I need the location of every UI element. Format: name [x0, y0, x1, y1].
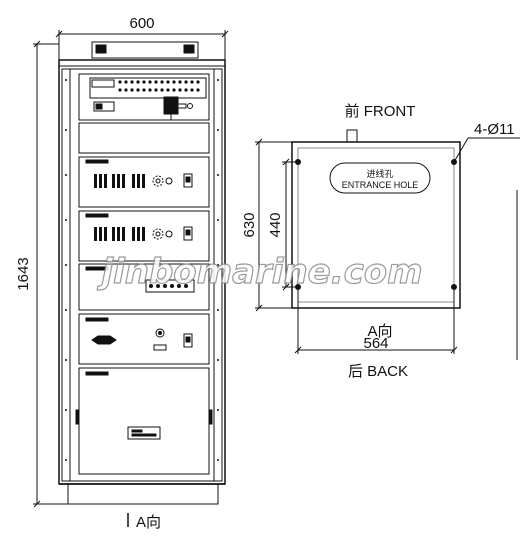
panel-blank-1 — [78, 122, 210, 154]
plan-view-label: A向 — [367, 323, 392, 340]
inner-depth-label: 440 — [267, 212, 284, 237]
panel-control — [78, 313, 210, 365]
cabinet-height-label: 1643 — [15, 257, 32, 290]
front-lug — [346, 129, 358, 143]
watermark-text: jinbomarine.com — [96, 252, 422, 292]
plan-width-label: 564 — [363, 335, 388, 352]
panel-unit-b — [78, 210, 210, 262]
entrance-hole — [329, 162, 431, 194]
entrance-hole-label-cn: 进线孔 — [366, 168, 393, 179]
height-dimension — [33, 40, 68, 508]
width-dimension — [55, 30, 229, 60]
panel-lower-door — [75, 367, 213, 475]
depth-dimension — [255, 138, 292, 312]
entrance-hole-label-en: ENTRANCE HOLE — [342, 180, 419, 190]
depth-label: 630 — [241, 212, 258, 237]
inner-depth-dimension — [282, 158, 298, 291]
lifting-bracket — [91, 41, 199, 59]
panel-unit-a — [78, 156, 210, 208]
plan-width-dimension — [294, 287, 458, 354]
cabinet-view-label: A向 — [136, 514, 161, 531]
back-label: 后 BACK — [348, 363, 408, 380]
hole-callout-label: 4-Ø11 — [474, 121, 515, 138]
cabinet-front-view — [33, 30, 229, 527]
side-rivets — [65, 79, 219, 461]
top-view — [255, 129, 520, 360]
handset-icon — [163, 96, 179, 115]
panel-radio-handset — [78, 73, 210, 121]
front-label: 前 FRONT — [345, 103, 416, 120]
top-view-outline — [291, 141, 461, 309]
cabinet-plinth — [67, 483, 219, 505]
cabinet-width-label: 600 — [129, 15, 154, 32]
panel-terminal-strip — [78, 263, 210, 311]
